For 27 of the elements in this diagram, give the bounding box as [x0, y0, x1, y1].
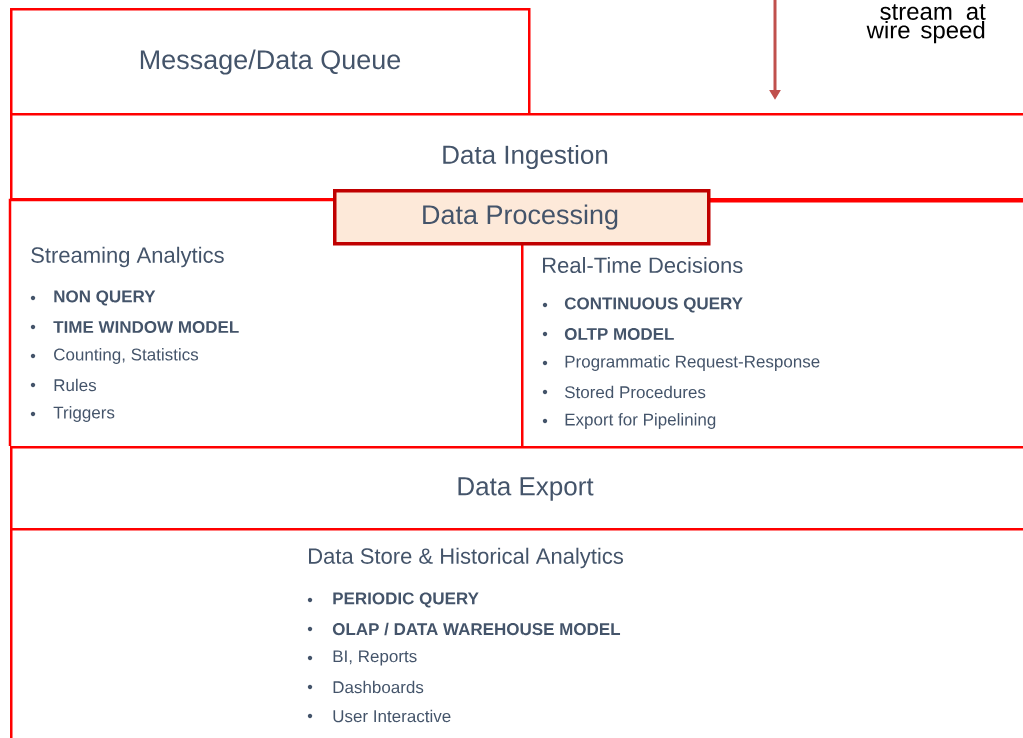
bullet-item: User Interactive — [333, 709, 451, 723]
bullet-item: Export for Pipelining — [565, 413, 716, 429]
section-heading: Real-Time Decisions — [543, 256, 743, 274]
bullet-item: Stored Procedures — [564, 385, 706, 399]
section-heading: Streaming Analytics — [31, 246, 224, 268]
bullet-item: Dashboards — [333, 680, 424, 694]
section-tab — [333, 189, 711, 246]
bullet-item: CONTINUOUS QUERY — [564, 297, 743, 313]
bullet-item: TIME WINDOW MODEL — [53, 321, 239, 333]
section-title: Data Export — [458, 477, 594, 501]
bullet-item: PERIODIC QUERY — [333, 592, 479, 608]
note-text: stream at wire speed — [866, 4, 986, 44]
section-box — [10, 446, 1023, 531]
bullet-item: Triggers — [53, 406, 115, 422]
bullet-item: OLAP / DATA WAREHOUSE MODEL — [332, 622, 621, 636]
section-box — [10, 8, 531, 116]
bullet-item: OLTP MODEL — [564, 328, 674, 340]
section-heading: Data Store & Historical Analytics — [309, 547, 624, 569]
section-title: Data Processing — [423, 204, 618, 230]
section-box — [10, 113, 1023, 201]
bullet-item: BI, Reports — [333, 650, 417, 666]
bullet-item: NON QUERY — [54, 290, 156, 306]
bullet-item: Programmatic Request-Response — [565, 355, 820, 371]
bullet-item: Counting, Statistics — [54, 348, 199, 364]
section-title: Message/Data Queue — [140, 49, 401, 75]
bullet-item: Rules — [54, 378, 97, 392]
section-title: Data Ingestion — [443, 144, 608, 170]
